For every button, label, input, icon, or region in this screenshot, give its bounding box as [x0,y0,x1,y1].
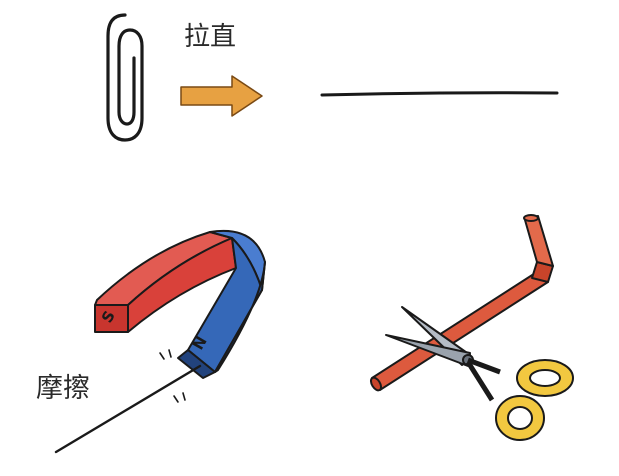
needle-icon [54,364,202,454]
horseshoe-magnet-icon: S N [94,229,266,379]
straighten-label: 拉直 [184,22,237,52]
rub-label: 摩擦 [36,373,90,404]
bent-straw-icon [369,214,554,392]
straight-wire-icon [320,91,559,97]
paperclip-icon [106,13,144,142]
scissors-icon [385,306,574,441]
arrow-right-icon [180,75,263,117]
motion-marks [159,349,186,403]
